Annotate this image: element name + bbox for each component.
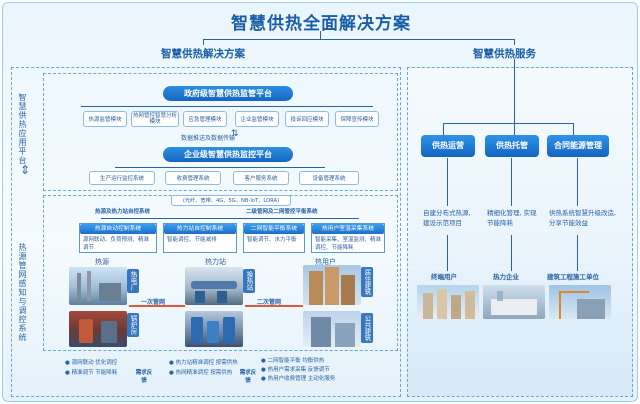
connector [443, 123, 573, 124]
gov-module: 热源监管模块 [83, 111, 127, 127]
secondary-pipe-label: 二次管网 [257, 299, 282, 306]
subsystem-desc: 智能调控、节能减排 [167, 237, 217, 243]
bottom-item: ● 源网联动 优化调控 [65, 360, 118, 366]
subsystem-card: 热用户室温采集系统 智能采集、室温监测、精准调控、节能降耗 [311, 223, 385, 253]
service-desc: 供热系统智慧升级改造, 分享节能效益 [549, 209, 617, 227]
right-heading: 智慧供热服务 [473, 48, 536, 60]
network-box: (光纤、宽带、4G、5G、NB-IoT、LORA) [171, 195, 291, 206]
service-button-operation[interactable]: 供热运营 [421, 135, 475, 157]
bottom-item: ● 热力站精准调控 按需供热 [169, 360, 238, 366]
gov-module: 应急管理模块 [183, 111, 227, 127]
connector [203, 39, 515, 40]
vertical-label-bottom: 热源管网感知与调控系统 [18, 243, 27, 342]
bottom-item: ● 精准调节 节能降耗 [65, 370, 118, 376]
service-button-energy[interactable]: 合同能源管理 [547, 135, 609, 157]
subsystem-desc: 源网联动、负荷预测、精准调节 [83, 237, 150, 251]
vertical-label-top: 智慧供热应用平台 [18, 93, 27, 165]
subsystem-desc: 智能调节、水力平衡 [247, 237, 297, 243]
connector [101, 218, 359, 219]
heat-plant-image [69, 267, 127, 305]
station-image-1 [185, 267, 243, 305]
service-desc: 精细化管理, 实现节能降耗 [487, 209, 537, 227]
control-system: 二级管网及二网管控平衡系统 [246, 209, 318, 215]
service-button-trust[interactable]: 供热托管 [485, 135, 539, 157]
gov-module: 热网管控智慧分析模块 [131, 111, 179, 127]
subsystem-card: 二网智能平衡系统 智能调节、水力平衡 [243, 223, 305, 253]
subsystem-card: 热源自动控制系统 源网联动、负荷预测、精准调节 [79, 223, 157, 253]
left-heading: 智慧供热解决方案 [161, 48, 245, 60]
gov-module: 企业监管模块 [235, 111, 279, 127]
station-image-2 [185, 311, 243, 347]
enterprise-module: 生产运行监控系统 [89, 171, 155, 185]
connector [577, 158, 578, 206]
bottom-item: ● 热用户需求采集 反馈调节 [261, 367, 330, 373]
left-section-frame [11, 67, 401, 397]
construction-image [549, 285, 611, 319]
residential-image [303, 265, 361, 305]
connector [514, 39, 515, 45]
connector [320, 31, 321, 39]
bottom-item: ● 二网智能平衡 均衡供热 [261, 358, 325, 364]
enterprise-module: 客户服务系统 [233, 171, 289, 185]
primary-pipe-label: 一次管网 [141, 299, 166, 306]
primary-pipe-line [129, 305, 185, 307]
connector [115, 167, 325, 168]
heat-plant-label: 热电厂 [127, 269, 139, 293]
subsystem-card: 热力站自控制系统 智能调控、节能减排 [163, 223, 237, 253]
customer-label: 终端用户 [431, 273, 457, 281]
connector [573, 123, 574, 135]
enterprise-module: 设备管理系统 [299, 171, 359, 185]
boiler-room-image [69, 311, 127, 347]
connector [447, 235, 448, 271]
subsystem-title: 热源自动控制系统 [80, 224, 156, 234]
station-label: 换热站 [243, 269, 255, 293]
connector [203, 39, 204, 45]
customer-label: 热力企业 [493, 273, 519, 281]
application-platform-frame [43, 73, 398, 191]
feedback-tag: 需求反馈 [239, 370, 257, 384]
connector [511, 158, 512, 206]
connector [443, 123, 444, 135]
zone-label-user: 热用户 [315, 258, 336, 266]
gov-platform-title: 政府级智慧供热监管平台 [163, 86, 293, 101]
zone-label-source: 热源 [95, 258, 109, 266]
enterprise-platform-title: 企业级智慧供热监控平台 [163, 147, 293, 162]
subsystem-title: 二网智能平衡系统 [244, 224, 304, 234]
connector [514, 59, 515, 135]
subsystem-title: 热用户室温采集系统 [312, 224, 384, 234]
right-section-frame [407, 67, 633, 397]
data-exchange-label: 数据推送及数据传输 [181, 135, 236, 142]
up-down-arrow-icon: ⇕ [20, 163, 31, 177]
heat-company-image [483, 285, 545, 319]
diagram-title: 智慧供热全面解决方案 [231, 14, 411, 34]
subsystem-desc: 智能采集、室温监测、精准调控、节能降耗 [315, 237, 382, 251]
service-desc: 自建分布式热源, 建设示范项目 [423, 209, 471, 227]
secondary-pipe-line [245, 305, 303, 307]
boiler-room-label: 锅炉房 [127, 313, 139, 337]
gov-module: 保障宣传模块 [335, 111, 379, 127]
connector [511, 235, 512, 271]
customer-label: 建筑工程施工单位 [547, 273, 599, 281]
feedback-tag: 需求反馈 [135, 370, 153, 384]
end-user-image [417, 285, 479, 319]
bottom-item: ● 热网精准调控 按需供热 [169, 370, 233, 376]
subsystem-title: 热力站自控制系统 [164, 224, 236, 234]
bottom-item: ● 热用户收费管理 主动化服务 [261, 376, 336, 382]
public-building-image [303, 311, 361, 347]
connector [447, 158, 448, 206]
control-system: 热源及热力站自控系统 [95, 209, 151, 215]
enterprise-module: 收费管理系统 [165, 171, 221, 185]
public-building-label: 公共建筑 [361, 313, 373, 343]
zone-label-station: 热力站 [205, 258, 226, 266]
arrow-up-down-icon: ⇅ [231, 129, 239, 139]
gov-module: 投诉回应模块 [285, 111, 329, 127]
connector [81, 106, 373, 107]
residential-label: 居住建筑 [361, 267, 373, 297]
connector [577, 235, 578, 271]
